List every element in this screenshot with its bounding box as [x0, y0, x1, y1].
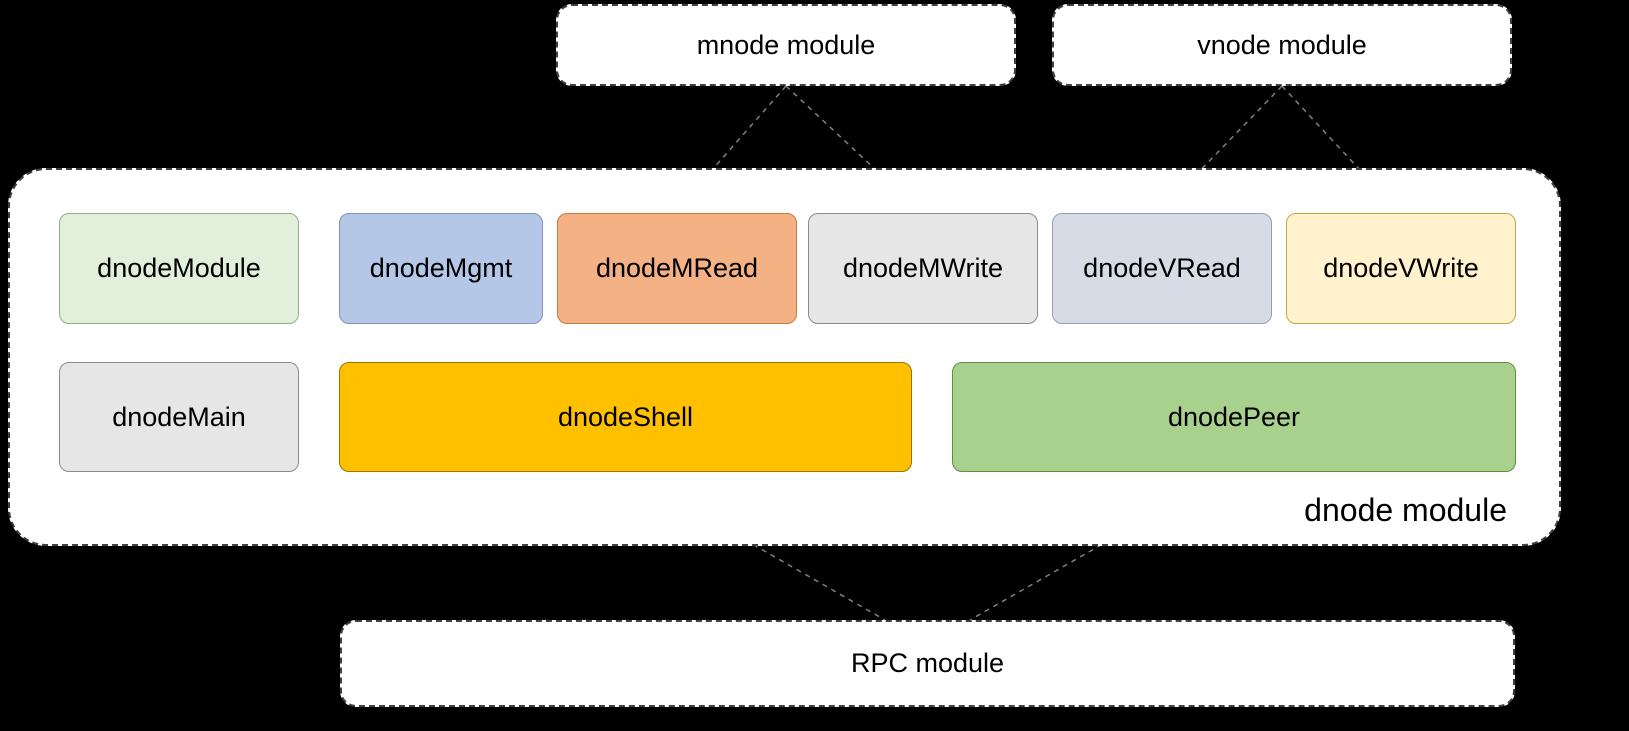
box-dnode-mgmt: dnodeMgmt: [339, 213, 543, 324]
vnode-module-label: vnode module: [1197, 29, 1367, 60]
box-dnode-peer: dnodePeer: [952, 362, 1516, 472]
dnode-module-container: dnodeModule dnodeMgmt dnodeMRead dnodeMW…: [8, 168, 1561, 546]
rpc-module-label: RPC module: [850, 648, 1005, 678]
box-dnode-main: dnodeMain: [59, 362, 299, 472]
box-dnode-vread: dnodeVRead: [1052, 213, 1272, 324]
box-dnode-shell: dnodeShell: [339, 362, 912, 472]
label-dnode-module-component: dnodeModule: [97, 253, 261, 283]
label-dnode-main: dnodeMain: [112, 401, 246, 432]
label-dnode-vread: dnodeVRead: [1083, 253, 1241, 283]
label-dnode-mgmt: dnodeMgmt: [369, 253, 513, 283]
label-dnode-mwrite: dnodeMWrite: [842, 253, 1004, 283]
label-dnode-vwrite: dnodeVWrite: [1323, 253, 1479, 283]
box-dnode-module-component: dnodeModule: [59, 213, 299, 324]
label-dnode-mread: dnodeMRead: [595, 253, 759, 283]
mnode-module-label: mnode module: [696, 29, 876, 60]
dnode-module-label: dnode module: [1304, 492, 1507, 528]
label-dnode-peer: dnodePeer: [1167, 401, 1301, 432]
box-dnode-mwrite: dnodeMWrite: [808, 213, 1038, 324]
mnode-module-box: mnode module: [556, 4, 1016, 86]
vnode-module-box: vnode module: [1052, 4, 1512, 86]
box-dnode-vwrite: dnodeVWrite: [1286, 213, 1516, 324]
box-dnode-mread: dnodeMRead: [557, 213, 797, 324]
rpc-module-box: RPC module: [340, 620, 1515, 707]
label-dnode-shell: dnodeShell: [557, 401, 694, 432]
